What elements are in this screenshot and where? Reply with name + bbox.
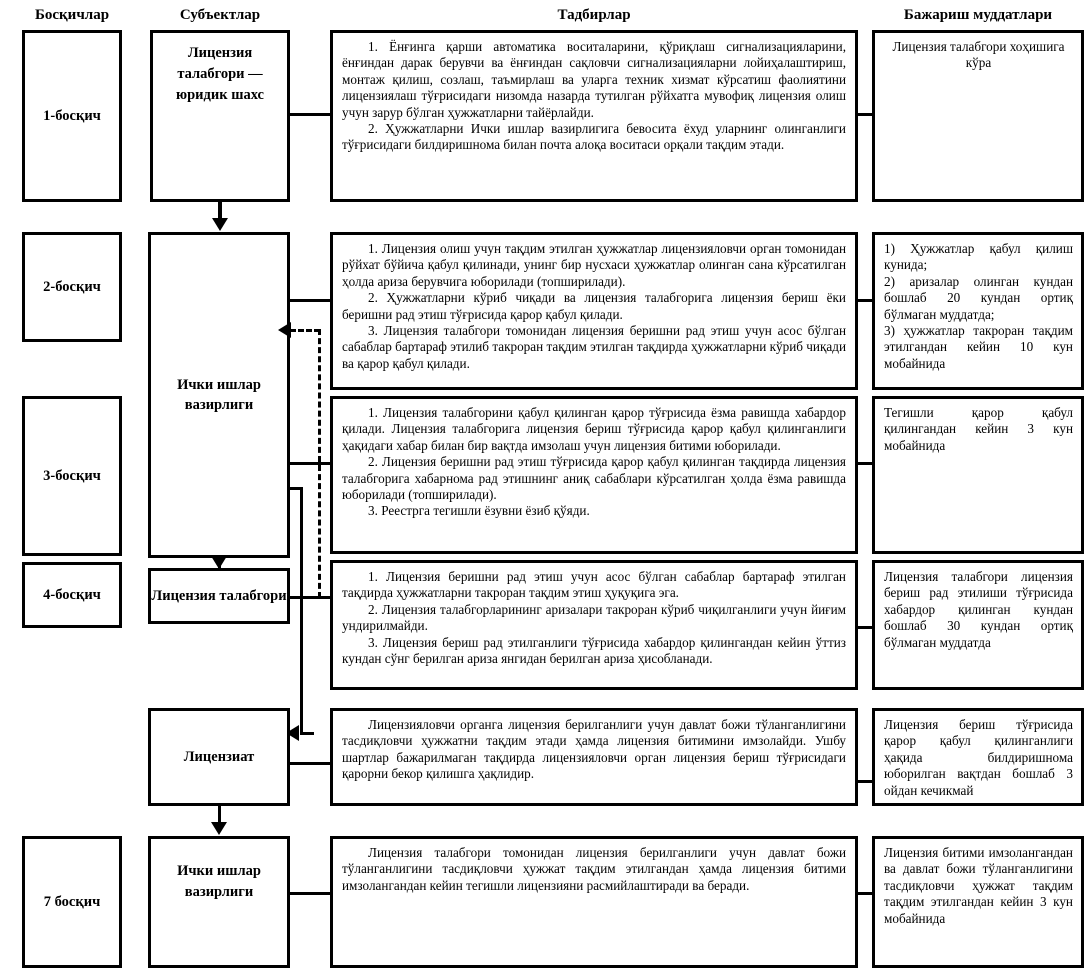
measure-item: 3. Лицензия бериш рад этилганлиги тўғрис… (342, 634, 846, 667)
deadline-item: Лицензия бериш тўғрисида қарор қабул қил… (884, 717, 1073, 798)
deadline-box-row4: Лицензия талабгори лицензия бериш рад эт… (872, 560, 1084, 690)
subject-label-licensee: Лицензиат (183, 749, 255, 765)
deadline-text-row3: Тегишли қарор қабул қилингандан кейин 3 … (875, 399, 1081, 458)
connector-ministry-to-licensee-h1 (288, 487, 303, 490)
stage-label-4: 4-босқич (43, 586, 101, 603)
deadline-box-row3: Тегишли қарор қабул қилингандан кейин 3 … (872, 396, 1084, 554)
arrow-licensee-to-ministry-final (211, 822, 227, 835)
measures-box-row1: 1. Ёнғинга қарши автоматика воситаларини… (330, 30, 858, 202)
column-header-subjects: Субъектлар (179, 7, 261, 23)
stage-box-2: 2-босқич (22, 232, 122, 342)
measure-item: 1. Лицензия олиш учун тақдим этилган ҳуж… (342, 241, 846, 289)
connector-subject1-down-line (218, 202, 222, 224)
measures-box-row4: 1. Лицензия беришни рад этиш учун асос б… (330, 560, 858, 690)
subject-label-applicant: Лицензия талабгори (151, 588, 287, 604)
subject-box-ministry: Ички ишлар вазирлиги (148, 232, 290, 558)
connector-subject1-to-measures1 (290, 113, 332, 116)
subject-label-applicant-legal: Лицензия талабгори — юридик шахс (176, 45, 264, 103)
deadline-item: Лицензия битими имзолангандан ва давлат … (884, 845, 1073, 926)
connector-measures2-to-deadline2 (858, 299, 874, 302)
measure-item: 3. Реестрга тегишли ёзувни ёзиб қўяди. (368, 503, 590, 519)
measures-text-row6: Лицензия талабгори томонидан лицензия бе… (333, 839, 855, 898)
deadline-box-row1: Лицензия талабгори хоҳишига кўра (872, 30, 1084, 202)
arrow-subject1-to-ministry (212, 218, 228, 231)
subject-box-applicant-legal: Лицензия талабгори — юридик шахс (150, 30, 290, 202)
measure-item: 1. Лицензия беришни рад этиш учун асос б… (342, 569, 846, 601)
connector-ministry-to-licensee-h2 (300, 732, 314, 735)
connector-measures3-to-deadline3 (858, 462, 874, 465)
connector-measures6-to-deadline6 (858, 892, 874, 895)
deadline-text-row2: 1) Ҳужжатлар қабул қилиш кунида; 2) ариз… (875, 235, 1081, 376)
measure-item: 3. Лицензия талабгори томонидан лицензия… (342, 323, 846, 371)
measures-text-row5: Лицензияловчи органга лицензия берилганл… (333, 711, 855, 787)
stage-label-3: 3-босқич (43, 467, 101, 484)
deadline-box-row5: Лицензия бериш тўғрисида қарор қабул қил… (872, 708, 1084, 806)
column-header-stages: Босқичлар (34, 7, 110, 23)
deadline-text-row6: Лицензия битими имзолангандан ва давлат … (875, 839, 1081, 931)
measure-item: 1. Лицензия талабгорини қабул қилинган қ… (342, 405, 846, 453)
arrow-ministry-to-applicant (211, 556, 227, 569)
deadline-item: Тегишли қарор қабул қилингандан кейин 3 … (884, 405, 1073, 453)
connector-measures5-to-deadline5 (858, 780, 874, 783)
column-header-deadlines: Бажариш муддатлари (903, 7, 1053, 23)
measures-text-row4: 1. Лицензия беришни рад этиш учун асос б… (333, 563, 855, 671)
deadline-text-row5: Лицензия бериш тўғрисида қарор қабул қил… (875, 711, 1081, 803)
deadline-box-row6: Лицензия битими имзолангандан ва давлат … (872, 836, 1084, 968)
measure-item: 2. Ҳужжатларни Ички ишлар вазирлигига бе… (342, 121, 846, 153)
stage-label-2: 2-босқич (43, 278, 101, 295)
connector-ministry-to-measures3 (288, 462, 332, 465)
stage-label-7: 7 босқич (43, 893, 101, 910)
measures-box-row2: 1. Лицензия олиш учун тақдим этилган ҳуж… (330, 232, 858, 390)
measure-item: 2. Лицензия талабгорларининг аризалари т… (342, 601, 846, 634)
subject-label-ministry: Ички ишлар вазирлиги (177, 377, 261, 413)
measure-item: 2. Лицензия беришни рад этиш тўғрисида қ… (342, 454, 846, 503)
measures-text-row1: 1. Ёнғинга қарши автоматика воситаларини… (333, 33, 855, 158)
measures-text-row2: 1. Лицензия олиш учун тақдим этилган ҳуж… (333, 235, 855, 376)
subject-label-ministry-wrap: Ички ишлар вазирлиги (151, 235, 287, 555)
connector-measures1-to-deadline1 (858, 113, 874, 116)
measures-text-row3: 1. Лицензия талабгорини қабул қилинган қ… (333, 399, 855, 524)
feedback-loop-top-dashed (290, 329, 320, 332)
arrow-feedback-to-ministry (278, 322, 291, 338)
deadline-box-row2: 1) Ҳужжатлар қабул қилиш кунида; 2) ариз… (872, 232, 1084, 390)
column-header-measures: Тадбирлар (557, 7, 631, 23)
stage-box-3: 3-босқич (22, 396, 122, 556)
deadline-text-row4: Лицензия талабгори лицензия бериш рад эт… (875, 563, 1081, 655)
subject-box-licensee: Лицензиат (148, 708, 290, 806)
subject-label-ministry-final: Ички ишлар вазирлиги (177, 863, 261, 900)
deadline-item: 1) Ҳужжатлар қабул қилиш кунида; (884, 241, 1073, 273)
measure-item: 1. Ёнғинга қарши автоматика воситаларини… (342, 39, 846, 120)
deadline-item: Лицензия талабгори хоҳишига кўра (892, 39, 1065, 71)
measures-box-row3: 1. Лицензия талабгорини қабул қилинган қ… (330, 396, 858, 554)
measure-item: Лицензия талабгори томонидан лицензия бе… (342, 845, 846, 893)
measure-item: Лицензияловчи органга лицензия берилганл… (342, 717, 846, 782)
subject-label-applicant-wrap: Лицензия талабгори (151, 571, 287, 621)
subject-box-applicant: Лицензия талабгори (148, 568, 290, 624)
deadline-item: 3) ҳужжатлар такроран тақдим этилгандан … (884, 323, 1073, 371)
measure-item: 2. Ҳужжатларни кўриб чиқади ва лицензия … (342, 290, 846, 322)
connector-ministry-final-to-measures6 (288, 892, 332, 895)
deadline-item: Лицензия талабгори лицензия бериш рад эт… (884, 569, 1073, 650)
deadline-item: 2) аризалар олинган кундан бошлаб 20 кун… (884, 273, 1073, 322)
stage-box-1: 1-босқич (22, 30, 122, 202)
deadline-text-row1: Лицензия талабгори хоҳишига кўра (875, 33, 1081, 76)
connector-ministry-to-licensee-v (300, 487, 303, 735)
connector-ministry-to-measures2 (288, 299, 332, 302)
stage-box-7: 7 босқич (22, 836, 122, 968)
connector-licensee-down-line (218, 806, 221, 828)
connector-measures4-to-deadline4 (858, 626, 874, 629)
subject-box-ministry-final: Ички ишлар вазирлиги (148, 836, 290, 968)
connector-licensee-to-measures5 (288, 762, 332, 765)
measures-box-row5: Лицензияловчи органга лицензия берилганл… (330, 708, 858, 806)
connector-applicant-to-measures4 (288, 596, 332, 599)
stage-label-1: 1-босқич (43, 107, 101, 124)
stage-box-4: 4-босқич (22, 562, 122, 628)
subject-label-licensee-wrap: Лицензиат (151, 711, 287, 803)
measures-box-row6: Лицензия талабгори томонидан лицензия бе… (330, 836, 858, 968)
